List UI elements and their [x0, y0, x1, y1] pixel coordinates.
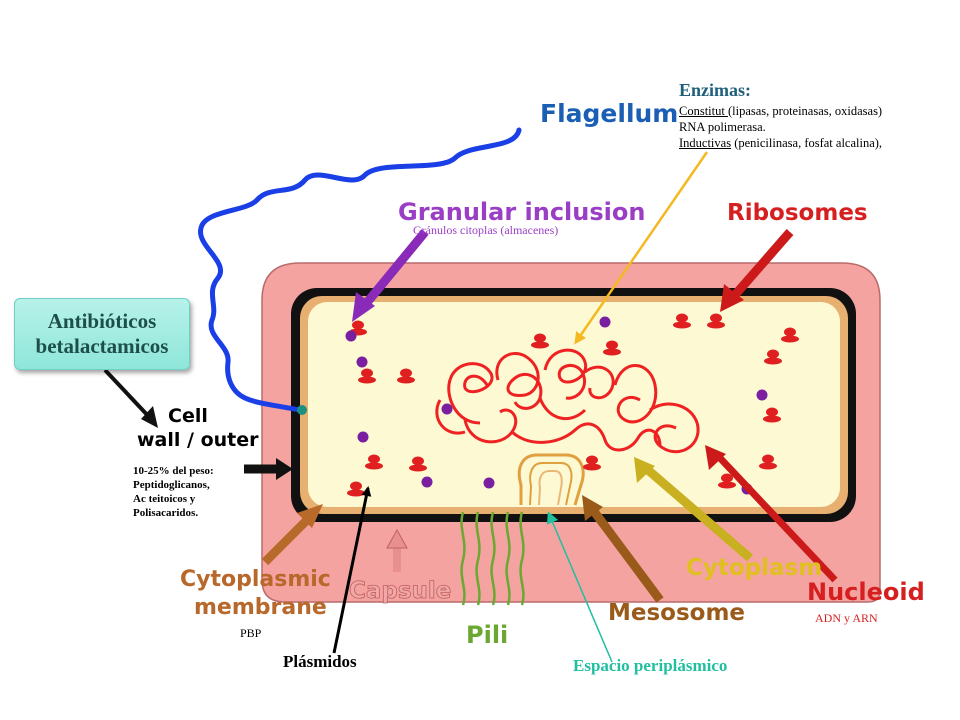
cytoplasm: [308, 302, 840, 507]
enzimas-line2: RNA polimerasa.: [679, 120, 766, 134]
callout-arrow: [103, 368, 154, 422]
periplasmic-space-arrow: [547, 511, 613, 663]
nucleoid-label: Nucleoid: [807, 578, 925, 606]
ribosome: [531, 333, 549, 349]
enzimas-arrow: [574, 151, 709, 345]
ribosome: [365, 454, 383, 470]
granule: [356, 356, 368, 368]
cytoplasmic-membrane-label-line1: Cytoplasmic: [180, 567, 331, 592]
pili: [460, 511, 525, 606]
enzimas-line3: Inductivas (penicilinasa, fosfat alcalin…: [679, 136, 883, 150]
pbp-label: PBP: [240, 626, 262, 640]
capsule-arrow: [386, 528, 408, 572]
ribosome: [603, 340, 621, 356]
callout-line1: Antibióticos: [47, 309, 157, 333]
cell-wall-note-line4: Polisacaridos.: [133, 507, 199, 519]
ribosome: [759, 454, 777, 470]
granule: [421, 476, 433, 488]
periplasmic-space-label: Espacio periplásmico: [573, 656, 727, 675]
ribosome: [718, 473, 736, 489]
cytoplasmic-membrane-arrow: [261, 504, 323, 566]
granule: [345, 330, 357, 342]
nucleoid-arrow: [705, 445, 838, 583]
nucleoid: [435, 348, 700, 454]
adn-arn-label: ADN y ARN: [815, 611, 878, 625]
cytoplasmic-membrane-label-line2: membrane: [194, 595, 327, 620]
granular-inclusion-arrow: [352, 229, 429, 322]
granule: [357, 431, 369, 443]
ribosome: [397, 368, 415, 384]
ribosome: [764, 349, 782, 365]
granule: [756, 389, 768, 401]
flagellum-label: Flagellum: [540, 99, 678, 128]
granule: [599, 316, 611, 328]
granule: [441, 403, 453, 415]
granulos-label: Gránulos citoplas (almacenes): [413, 223, 558, 237]
ribosomes-arrow: [720, 229, 794, 312]
enzimas-line1: Constitut (lipasas, proteinasas, oxidasa…: [679, 104, 883, 118]
ribosome: [781, 327, 799, 343]
flagellum: [198, 127, 522, 413]
mesosome-arrow: [582, 495, 664, 603]
cell-wall-label-line1: Cell: [168, 405, 208, 427]
capsule-label: Capsule: [349, 578, 451, 604]
enzimas-block: Enzimas: Constitut (lipasas, proteinasas…: [679, 80, 882, 151]
ribosome: [583, 455, 601, 471]
cell-wall-note-line3: Ac teitoicos y: [133, 493, 196, 505]
granular-inclusion-label: Granular inclusion: [398, 198, 645, 226]
cytoplasm-label: Cytoplasm: [686, 555, 822, 581]
cytoplasm-arrow: [634, 457, 753, 562]
cell-wall-label-line2: wall / outer: [137, 429, 259, 451]
ribosome: [673, 313, 691, 329]
flagellum-basal-body: [297, 405, 307, 415]
plasmidos-arrow: [332, 486, 372, 654]
ribosome: [347, 481, 365, 497]
ribosome: [707, 313, 725, 329]
antibiotics-callout: Antibióticos betalactamicos: [14, 298, 190, 370]
cell-wall-note-line1: 10-25% del peso:: [133, 465, 214, 477]
ribosome: [763, 407, 781, 423]
ribosomes-label: Ribosomes: [727, 200, 868, 226]
plasmidos-label: Plásmidos: [283, 652, 357, 671]
cell-wall-note: 10-25% del peso: Peptidoglicanos, Ac tei…: [133, 464, 214, 520]
callout-line2: betalactamicos: [35, 334, 169, 358]
ribosomes: [347, 313, 799, 497]
cell-wall-note-line2: Peptidoglicanos,: [133, 479, 210, 491]
enzimas-title: Enzimas:: [679, 80, 751, 100]
granule: [483, 477, 495, 489]
ribosome: [409, 456, 427, 472]
pili-label: Pili: [466, 621, 508, 649]
cell-wall-arrow: [244, 458, 293, 480]
ribosome: [358, 368, 376, 384]
mesosome-label: Mesosome: [608, 600, 745, 626]
mesosome: [517, 453, 585, 506]
